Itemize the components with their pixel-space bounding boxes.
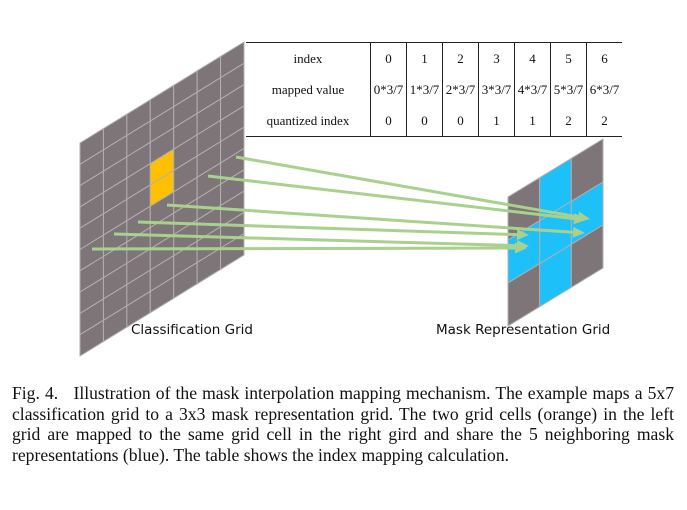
table-cell: 3: [478, 42, 515, 74]
mapping-arrow-line: [91, 246, 516, 251]
table-cell: 0: [442, 105, 479, 137]
figure-canvas: Classification Grid Mask Representation …: [79, 41, 610, 357]
table-cell: 2: [601, 112, 608, 128]
row-header: quantized index: [246, 105, 371, 137]
caption-text: Illustration of the mask interpolation m…: [12, 383, 674, 465]
table-cell: 3*3/7: [478, 74, 515, 105]
row-header: index: [246, 42, 371, 74]
table-cell: 1: [514, 105, 551, 137]
classification-grid: [79, 41, 245, 357]
table-row-index: index 0 1 2 3 4 5 6: [246, 42, 622, 74]
mask-grid-label: Mask Representation Grid: [436, 322, 610, 338]
table-cell: 0: [406, 105, 443, 137]
table-cell: 5: [550, 42, 587, 74]
table-cell: 6*3/7: [589, 81, 620, 97]
table-row-mapped-value: mapped value 0*3/7 1*3/7 2*3/7 3*3/7 4*3…: [246, 74, 622, 105]
mapping-arrow-line: [137, 220, 518, 237]
figure-caption: Fig. 4. Illustration of the mask interpo…: [12, 383, 674, 465]
index-mapping-table: index 0 1 2 3 4 5 6 mapped value 0*3/7 1…: [246, 42, 622, 137]
table-cell: 5*3/7: [550, 74, 587, 105]
arrow-head-icon: [572, 226, 585, 238]
mapping-arrow-line: [166, 203, 574, 234]
row-header: mapped value: [246, 74, 371, 105]
table-cell: 0: [370, 105, 407, 137]
mapping-arrow-line: [207, 174, 575, 221]
table-cell: 2: [442, 42, 479, 74]
table-cell: 1*3/7: [406, 74, 443, 105]
figure: Classification Grid Mask Representation …: [79, 41, 622, 357]
arrow-head-icon: [514, 242, 527, 254]
mapping-arrow-line: [113, 232, 518, 248]
table-cell: 1: [478, 105, 515, 137]
mask-grid-cell: [570, 224, 604, 289]
table-cell: 2: [550, 105, 587, 137]
table-cell: 1: [406, 42, 443, 74]
table-cell: 4: [514, 42, 551, 74]
table-cell: 4*3/7: [514, 74, 551, 105]
table-cell: 0: [370, 42, 407, 74]
mapping-arrows: [91, 155, 590, 254]
table-cell: 6: [601, 50, 608, 66]
mask-representation-grid: [507, 138, 604, 327]
table-cell: 2*3/7: [442, 74, 479, 105]
caption-label: Fig. 4.: [12, 383, 59, 403]
classification-grid-label: Classification Grid: [131, 322, 253, 338]
arrow-head-icon: [573, 213, 586, 225]
table-row-quantized-index: quantized index 0 0 0 1 1 2 2: [246, 105, 622, 137]
mapping-arrow-line: [235, 155, 579, 219]
arrow-head-icon: [516, 229, 529, 241]
table-cell: 0*3/7: [370, 74, 407, 105]
